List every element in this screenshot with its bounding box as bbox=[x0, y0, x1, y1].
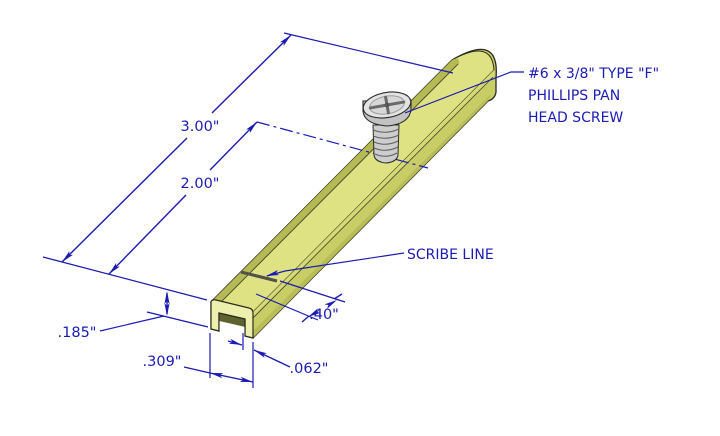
extension-line-far-end bbox=[283, 32, 454, 74]
dim-line bbox=[108, 194, 187, 275]
channel-side-shadow bbox=[253, 94, 491, 338]
channel-front-edge-band bbox=[253, 70, 494, 319]
dim-channel-width-text: .309" bbox=[143, 354, 182, 370]
leader-line bbox=[99, 315, 165, 332]
arrowhead bbox=[246, 122, 257, 134]
arrowhead bbox=[62, 251, 74, 262]
arrowhead bbox=[164, 303, 170, 316]
dim-line bbox=[61, 137, 188, 263]
arrowhead bbox=[164, 291, 170, 304]
scribe-line-label: SCRIBE LINE bbox=[407, 247, 494, 263]
dim-overall-length-text: 3.00" bbox=[181, 119, 220, 135]
leader-line bbox=[404, 71, 524, 114]
dimension-scribe-offset: .40" bbox=[255, 280, 346, 323]
extension-line-near-end bbox=[42, 256, 208, 301]
channel-top-face bbox=[210, 50, 495, 313]
phillips-center bbox=[384, 102, 390, 108]
arrowhead bbox=[254, 350, 267, 358]
dim-line bbox=[211, 34, 292, 114]
channel-back-edge-band bbox=[211, 58, 460, 306]
dimension-screw-location: 2.00" bbox=[108, 121, 258, 275]
arrowhead bbox=[109, 262, 120, 274]
extension-line bbox=[255, 293, 319, 321]
screw-head-top-group bbox=[362, 91, 412, 119]
dim-wall-thickness-text: .062" bbox=[290, 361, 329, 377]
callout-screw-note: #6 x 3/8" TYPE "F" PHILLIPS PAN HEAD SCR… bbox=[404, 66, 659, 126]
annotations: 3.00" 2.00" .185" .309" bbox=[42, 32, 659, 388]
extension-line bbox=[146, 311, 209, 328]
channel-opening-outline bbox=[218, 312, 246, 336]
arrowhead bbox=[266, 270, 280, 276]
dimension-channel-width: .309" bbox=[143, 333, 254, 388]
arrowhead bbox=[279, 35, 291, 46]
callout-scribe-line: SCRIBE LINE bbox=[266, 247, 494, 277]
dimension-wall-thickness: .062" bbox=[227, 333, 329, 377]
channel-opening-shadow bbox=[219, 313, 245, 327]
scribe-mark bbox=[240, 270, 278, 283]
dim-channel-height-text: .185" bbox=[58, 325, 97, 341]
dim-line bbox=[301, 315, 310, 323]
arrowhead bbox=[239, 376, 253, 382]
screw-note-line3: HEAD SCREW bbox=[528, 110, 623, 126]
dimension-channel-height: .185" bbox=[58, 291, 209, 341]
channel-opening-background bbox=[219, 321, 245, 336]
dim-screw-location-text: 2.00" bbox=[181, 176, 220, 192]
dimension-overall-length: 3.00" bbox=[61, 34, 292, 263]
dim-line bbox=[333, 293, 343, 300]
arrowhead bbox=[324, 300, 337, 309]
dim-line bbox=[209, 121, 258, 171]
arrowhead bbox=[228, 338, 242, 345]
screw bbox=[362, 91, 412, 164]
dim-line bbox=[183, 366, 211, 374]
screw-note-line1: #6 x 3/8" TYPE "F" bbox=[528, 66, 659, 82]
screw-centerline bbox=[256, 121, 429, 169]
arrowhead bbox=[308, 308, 321, 317]
dim-scribe-offset-text: .40" bbox=[309, 307, 339, 323]
arrowhead bbox=[210, 373, 224, 379]
screw-note-line2: PHILLIPS PAN bbox=[528, 88, 620, 104]
top-face-tangent-line-front bbox=[252, 76, 494, 319]
top-face-tangent-line-back bbox=[217, 63, 459, 306]
channel-body bbox=[210, 48, 497, 339]
screw-threads bbox=[372, 128, 400, 157]
